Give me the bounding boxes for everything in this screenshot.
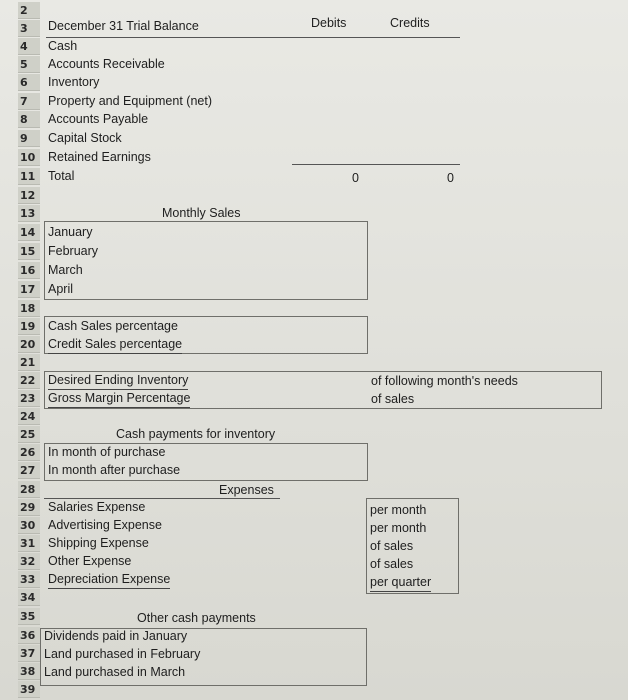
total-debits-value[interactable]: 0 (352, 171, 359, 185)
row-number[interactable]: 22 (18, 372, 40, 389)
cash-payments-box (44, 443, 368, 481)
row-number[interactable]: 34 (18, 589, 40, 606)
expense-notes-box (366, 498, 459, 594)
credit-sales-percentage-label[interactable]: Credit Sales percentage (48, 336, 183, 354)
row-number[interactable]: 27 (18, 462, 40, 479)
depreciation-expense-label[interactable]: Depreciation Expense (48, 571, 171, 589)
row-number[interactable]: 20 (18, 336, 40, 353)
cash-sales-percentage-label[interactable]: Cash Sales percentage (48, 319, 178, 333)
row-number[interactable]: 37 (18, 645, 40, 662)
desired-ending-inventory-label[interactable]: Desired Ending Inventory (48, 372, 189, 390)
total-rule (292, 164, 460, 165)
row-number[interactable]: 33 (18, 571, 40, 588)
month-february[interactable]: February (48, 244, 99, 258)
row-number[interactable]: 16 (18, 262, 40, 279)
row-number[interactable]: 17 (18, 281, 40, 298)
monthly-sales-box (44, 221, 368, 300)
advertising-expense-note[interactable]: per month (370, 521, 427, 535)
total-credits-value[interactable]: 0 (447, 171, 454, 185)
row-number[interactable]: 30 (18, 517, 40, 534)
row-number[interactable]: 24 (18, 408, 40, 425)
sales-percentage-box (44, 316, 368, 354)
row-number[interactable]: 9 (18, 130, 40, 147)
row-number[interactable]: 5 (18, 56, 40, 73)
account-retained-earnings[interactable]: Retained Earnings (48, 150, 151, 164)
trial-balance-title[interactable]: December 31 Trial Balance (48, 19, 199, 33)
row-number[interactable]: 19 (18, 318, 40, 335)
account-inventory[interactable]: Inventory (48, 75, 100, 89)
row-number[interactable]: 23 (18, 390, 40, 407)
month-april[interactable]: April (48, 282, 74, 296)
other-cash-box (40, 628, 367, 686)
row-number[interactable]: 13 (18, 205, 40, 222)
row-number[interactable]: 25 (18, 426, 40, 443)
total-label[interactable]: Total (48, 169, 75, 183)
other-expense-note[interactable]: of sales (370, 557, 414, 571)
credits-header[interactable]: Credits (390, 16, 430, 30)
row-number[interactable]: 29 (18, 499, 40, 516)
row-number[interactable]: 8 (18, 111, 40, 128)
expenses-header[interactable]: Expenses (219, 483, 274, 497)
row-number[interactable]: 14 (18, 224, 40, 241)
month-march[interactable]: March (48, 263, 83, 277)
advertising-expense-label[interactable]: Advertising Expense (48, 518, 162, 532)
header-rule (46, 37, 460, 38)
row-number[interactable]: 36 (18, 627, 40, 644)
row-number[interactable]: 21 (18, 354, 40, 371)
row-number[interactable]: 10 (18, 149, 40, 166)
dividends-paid-label[interactable]: Dividends paid in January (44, 629, 188, 643)
in-month-after-purchase-label[interactable]: In month after purchase (48, 463, 181, 477)
row-number[interactable]: 39 (18, 681, 40, 698)
account-accounts-payable[interactable]: Accounts Payable (48, 112, 149, 126)
salaries-expense-label[interactable]: Salaries Expense (48, 500, 146, 514)
depreciation-expense-note[interactable]: per quarter (370, 574, 432, 592)
inventory-box (44, 371, 602, 409)
land-march-label[interactable]: Land purchased in March (44, 665, 186, 679)
desired-ending-inventory-note[interactable]: of following month's needs (371, 374, 518, 388)
row-number[interactable]: 6 (18, 74, 40, 91)
row-number[interactable]: 26 (18, 444, 40, 461)
shipping-expense-note[interactable]: of sales (370, 539, 414, 553)
cash-payments-header[interactable]: Cash payments for inventory (116, 426, 276, 444)
gross-margin-label[interactable]: Gross Margin Percentage (48, 390, 191, 408)
row-number[interactable]: 2 (18, 2, 40, 19)
row-number[interactable]: 28 (18, 481, 40, 498)
row-number[interactable]: 18 (18, 300, 40, 317)
row-number[interactable]: 15 (18, 243, 40, 260)
row-number[interactable]: 38 (18, 663, 40, 680)
row-number[interactable]: 4 (18, 38, 40, 55)
account-cash[interactable]: Cash (48, 39, 78, 53)
debits-header[interactable]: Debits (311, 16, 347, 30)
account-capital-stock[interactable]: Capital Stock (48, 131, 122, 145)
in-month-of-purchase-label[interactable]: In month of purchase (48, 445, 166, 459)
month-january[interactable]: January (48, 225, 93, 239)
row-number[interactable]: 11 (18, 168, 40, 185)
other-expense-label[interactable]: Other Expense (48, 554, 132, 568)
land-february-label[interactable]: Land purchased in February (44, 647, 201, 661)
other-cash-header[interactable]: Other cash payments (137, 611, 256, 625)
row-number[interactable]: 7 (18, 93, 40, 110)
shipping-expense-label[interactable]: Shipping Expense (48, 536, 149, 550)
row-number[interactable]: 31 (18, 535, 40, 552)
row-number[interactable]: 35 (18, 608, 40, 625)
expenses-rule (44, 498, 280, 499)
row-number[interactable]: 32 (18, 553, 40, 570)
account-accounts-receivable[interactable]: Accounts Receivable (48, 57, 165, 71)
salaries-expense-note[interactable]: per month (370, 503, 427, 517)
monthly-sales-header[interactable]: Monthly Sales (162, 206, 241, 220)
gross-margin-note[interactable]: of sales (371, 392, 415, 406)
account-property-equipment[interactable]: Property and Equipment (net) (48, 94, 212, 108)
row-number[interactable]: 12 (18, 187, 40, 204)
row-number[interactable]: 3 (18, 20, 40, 37)
